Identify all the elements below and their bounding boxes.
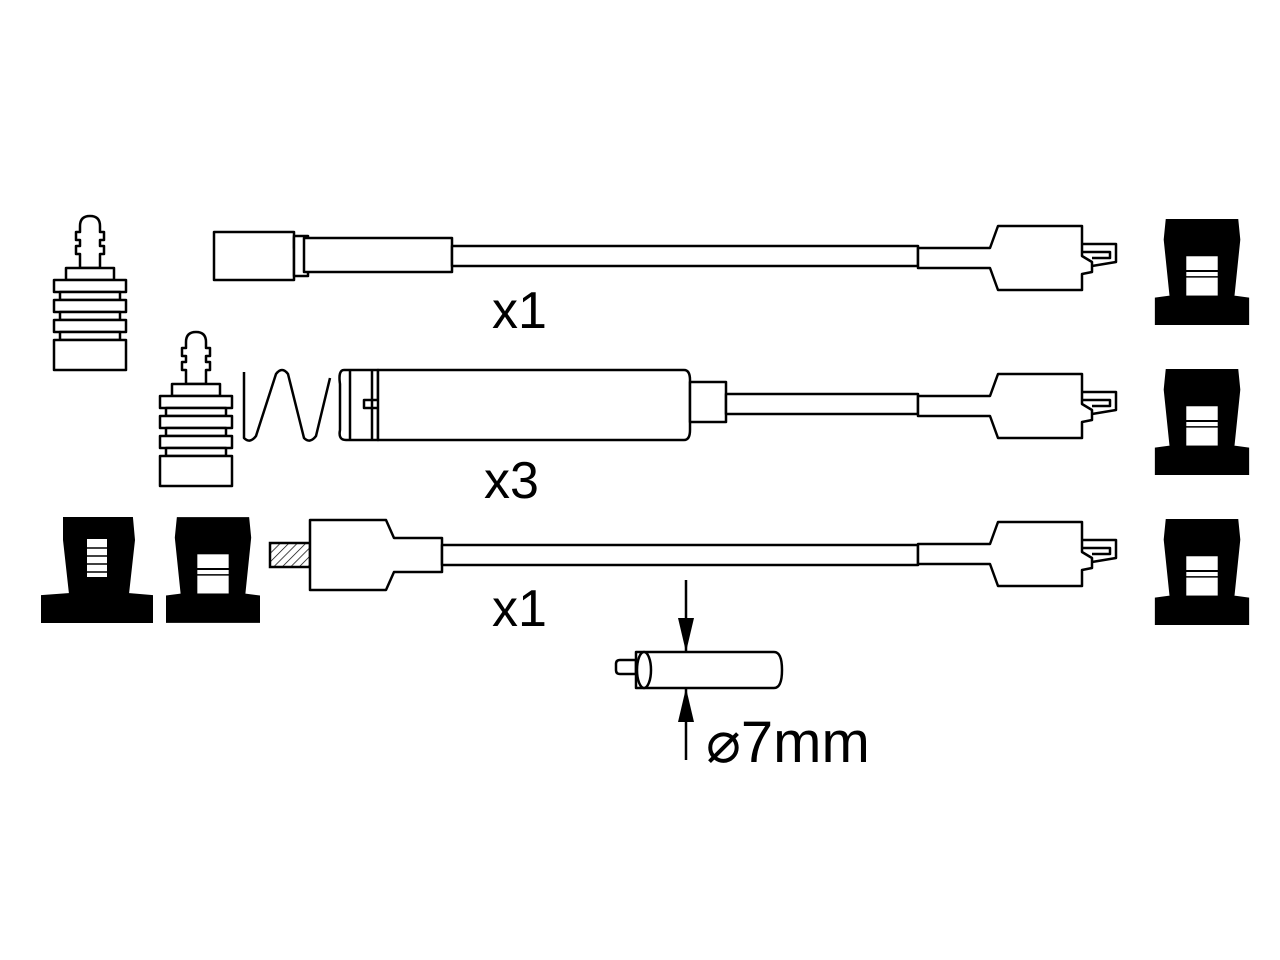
cable-diameter-detail <box>614 580 784 760</box>
hatched-connector-boot-left <box>166 517 260 623</box>
connector-boot-right-top <box>1154 218 1250 326</box>
spark-plug-connector-top <box>52 214 128 372</box>
quantity-label-bottom: x1 <box>492 580 547 638</box>
cable-diameter-label: ⌀7mm <box>706 710 870 775</box>
quantity-label-top: x1 <box>492 282 547 340</box>
ignition-cable-bottom <box>268 518 1118 592</box>
connector-boot-right-bottom <box>1154 518 1250 626</box>
distributor-terminal-bottom <box>916 520 1118 588</box>
black-connector-boot-left <box>41 517 153 623</box>
ignition-cable-middle <box>242 368 1118 442</box>
distributor-terminal-top <box>916 224 1118 292</box>
quantity-label-middle: x3 <box>484 452 539 510</box>
spark-plug-connector-middle <box>158 330 234 488</box>
distributor-terminal-middle <box>916 372 1118 440</box>
connector-boot-right-middle <box>1154 368 1250 476</box>
ignition-cable-top <box>212 224 1118 292</box>
